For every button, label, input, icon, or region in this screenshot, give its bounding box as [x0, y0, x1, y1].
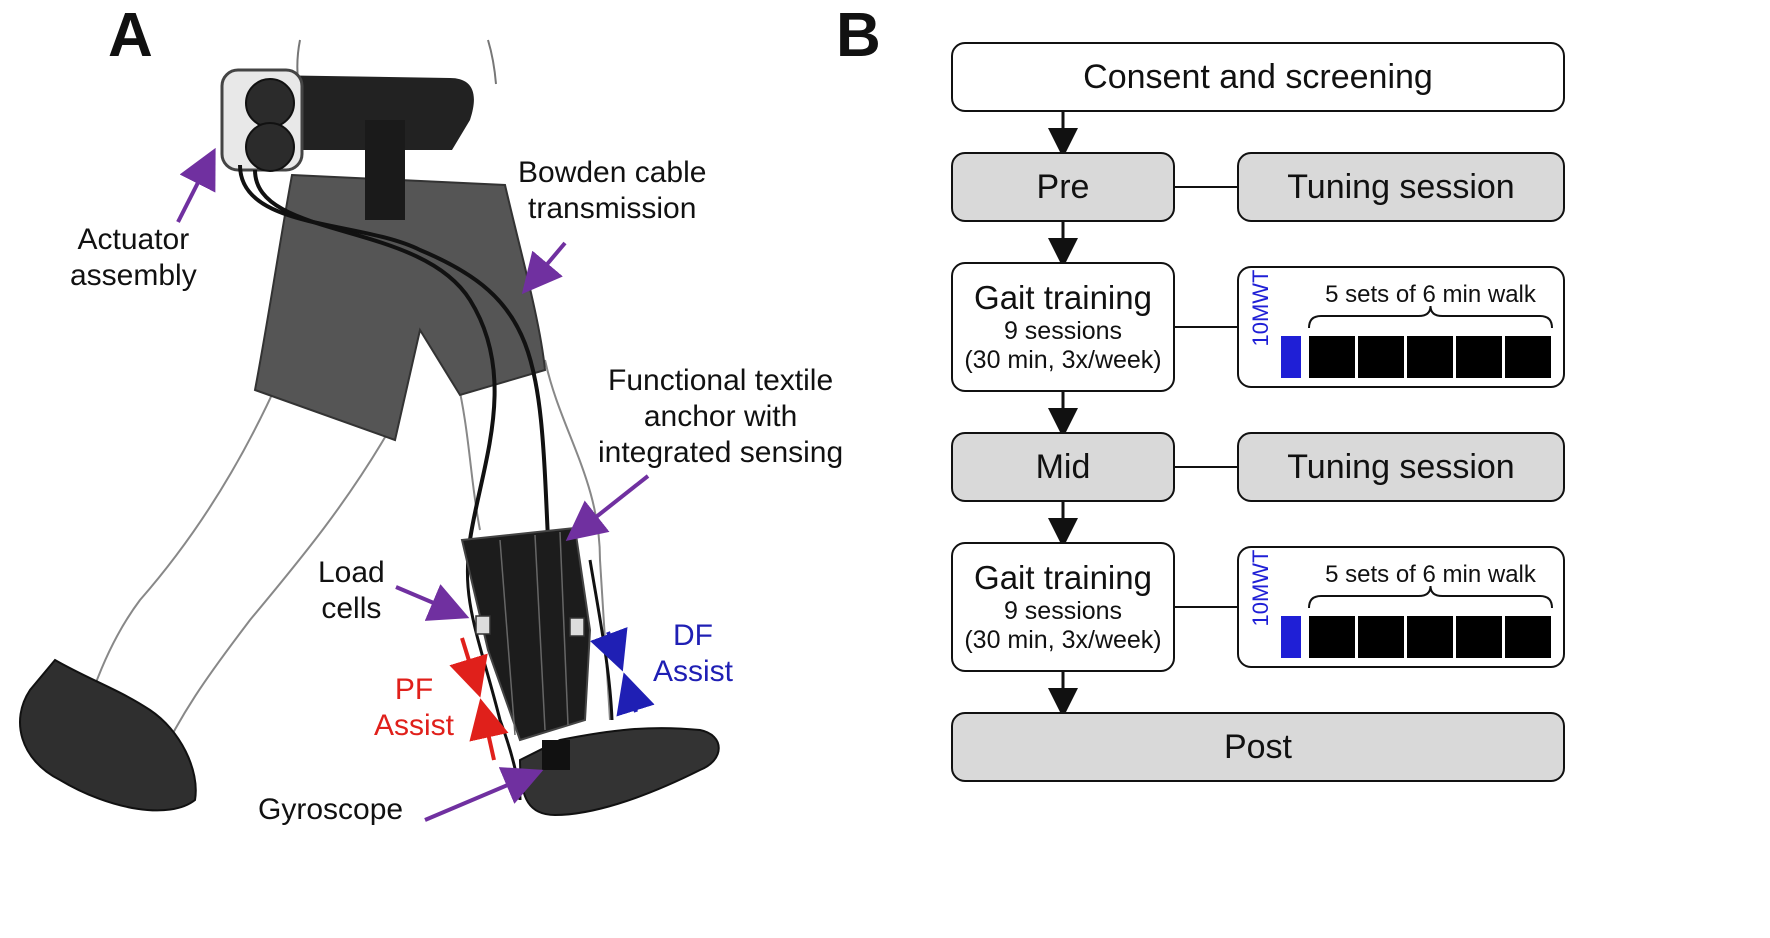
ten-mwt-label: 10MWT — [1248, 550, 1273, 627]
sets-label: 5 sets of 6 min walk — [1325, 561, 1537, 588]
textile-pointer — [565, 474, 650, 541]
mid-box: Mid — [951, 432, 1175, 502]
exosuit-illustration — [19, 39, 720, 822]
walk-block — [1505, 616, 1551, 658]
load-cell-right — [569, 617, 585, 637]
pf-arrow-down — [449, 637, 488, 698]
pre-box: Pre — [951, 152, 1175, 222]
shorts — [253, 173, 547, 442]
ten-mwt-bar — [1281, 616, 1301, 658]
walk-block — [1309, 616, 1355, 658]
bowden-pointer — [521, 241, 567, 295]
walk-block — [1505, 336, 1551, 378]
walk-block — [1456, 336, 1502, 378]
gait-training-box-2: Gait training 9 sessions (30 min, 3x/wee… — [951, 542, 1175, 672]
gait-training-box-1: Gait training 9 sessions (30 min, 3x/wee… — [951, 262, 1175, 392]
walk-block — [1456, 616, 1502, 658]
sets-label: 5 sets of 6 min walk — [1325, 281, 1537, 308]
back-shoe — [19, 658, 197, 812]
load-cell-left — [475, 615, 491, 635]
panel-a-letter: A — [108, 1, 153, 70]
walk-block — [1407, 616, 1453, 658]
gyroscope-label: Gyroscope — [258, 793, 404, 826]
walk-block — [1407, 336, 1453, 378]
gyroscope-unit — [542, 740, 570, 770]
walk-block — [1358, 336, 1404, 378]
gyroscope-pointer — [424, 767, 544, 822]
panel-b-letter: B — [836, 1, 881, 70]
walk-block — [1309, 336, 1355, 378]
ten-mwt-label: 10MWT — [1248, 270, 1273, 347]
tuning-session-box-2: Tuning session — [1237, 432, 1565, 502]
consent-box: Consent and screening — [951, 42, 1565, 112]
sets-brace — [1308, 305, 1553, 329]
waist-belt — [262, 75, 474, 150]
actuator-pointer — [176, 147, 216, 223]
sets-brace — [1308, 585, 1553, 609]
bowden-cable-2 — [253, 169, 497, 541]
post-box: Post — [951, 712, 1565, 782]
df-arrow-down — [590, 627, 628, 672]
load-cell-pointer — [395, 584, 470, 621]
ten-mwt-bar — [1281, 336, 1301, 378]
bowden-cable-1 — [238, 164, 550, 541]
belt-strap — [365, 120, 405, 220]
tuning-session-box-1: Tuning session — [1237, 152, 1565, 222]
actuator-spool-bottom — [245, 122, 295, 172]
pf-arrow-up — [469, 698, 509, 761]
walk-block — [1358, 616, 1404, 658]
df-arrow-up — [616, 672, 655, 717]
